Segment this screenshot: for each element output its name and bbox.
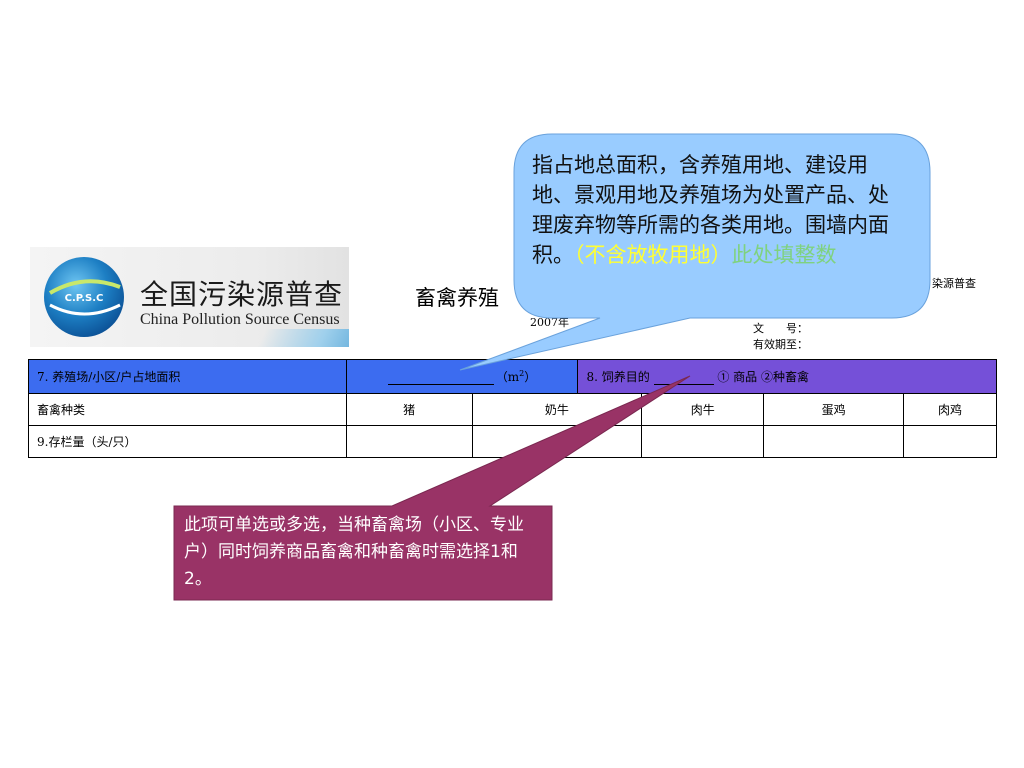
species-label: 畜禽种类	[37, 403, 86, 417]
area-unit-suffix: ）	[524, 370, 537, 384]
logo-name-en: China Pollution Source Census	[140, 311, 340, 328]
logo-name-cn: 全国污染源普查	[140, 278, 344, 311]
area-label-cell: 7. 养殖场/小区/户占地面积	[28, 359, 347, 394]
emblem-text: C.P.S.C	[65, 293, 104, 304]
census-logo: C.P.S.C 全国污染源普查 China Pollution Source C…	[30, 247, 349, 347]
species-beef-cattle: 肉牛	[641, 393, 765, 426]
purpose-options: ① 商品 ②种畜禽	[717, 370, 809, 384]
purpose-blank[interactable]	[653, 372, 714, 385]
area-input-cell[interactable]: （m2）	[345, 359, 579, 394]
form-title: 畜禽养殖	[415, 286, 499, 310]
stock-label-cell: 9.存栏量（头/只）	[28, 425, 347, 458]
form-year: 2007年	[530, 316, 569, 329]
blue-callout-main: 指占地总面积，含养殖用地、建设用地、景观用地及养殖场为处置产品、处理废弃物等所需…	[532, 153, 889, 267]
table-row: 9.存栏量（头/只）	[28, 425, 997, 458]
area-unit-sup: 2	[519, 369, 525, 378]
valid-until-label: 有效期至：	[753, 338, 808, 351]
livestock-form-table: 7. 养殖场/小区/户占地面积 （m2） 8. 饲养目的 ① 商品 ②种畜禽 畜…	[28, 359, 997, 458]
purpose-cell[interactable]: 8. 饲养目的 ① 商品 ②种畜禽	[577, 359, 997, 394]
stock-laying-hen-cell[interactable]	[763, 425, 905, 458]
purpose-label: 8. 饲养目的	[586, 370, 650, 384]
census-label: 染源普查	[932, 277, 976, 290]
stock-beef-cattle-cell[interactable]	[641, 425, 765, 458]
blue-callout-text: 指占地总面积，含养殖用地、建设用地、景观用地及养殖场为处置产品、处理废弃物等所需…	[532, 150, 894, 270]
area-blank[interactable]	[387, 372, 494, 385]
area-label: 7. 养殖场/小区/户占地面积	[37, 370, 181, 384]
blue-callout-yellow: （不含放牧用地）	[574, 243, 732, 267]
blue-callout-green: 此处填整数	[731, 243, 837, 267]
red-callout-box	[173, 375, 691, 601]
census-emblem-icon: C.P.S.C	[44, 257, 124, 337]
blue-callout-bubble	[459, 133, 931, 371]
red-callout-text: 此项可单选或多选，当种畜禽场（小区、专业户）同时饲养商品畜禽和种畜禽时需选择1和…	[184, 515, 524, 589]
stock-pig-cell[interactable]	[345, 425, 473, 458]
area-unit-prefix: （m	[495, 370, 520, 384]
stock-label: 9.存栏量（头/只）	[37, 435, 137, 449]
doc-number-label: 文 号：	[753, 322, 808, 335]
stock-broiler-cell[interactable]	[903, 425, 997, 458]
table-row: 7. 养殖场/小区/户占地面积 （m2） 8. 饲养目的 ① 商品 ②种畜禽	[28, 359, 997, 394]
species-laying-hen: 蛋鸡	[763, 393, 905, 426]
